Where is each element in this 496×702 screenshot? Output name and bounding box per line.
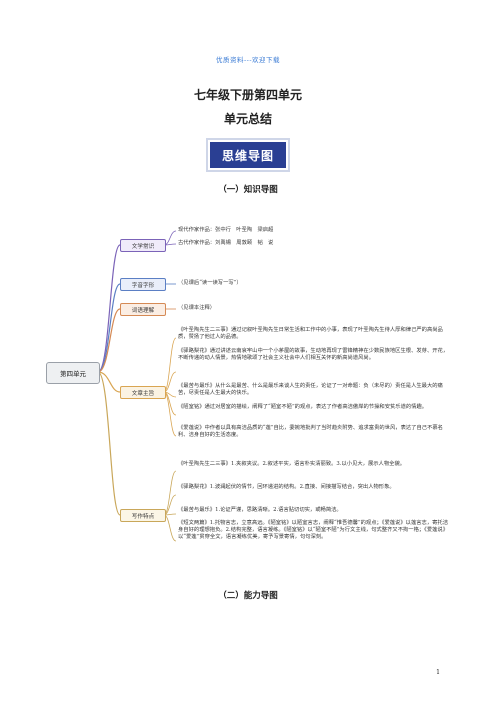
- leaf-writing-1: 《叶圣陶先生二三事》1.夹叙夹议。2.叙述平实，语言朴实清丽致。3.以小见大，展…: [178, 461, 406, 467]
- leaf-main-idea-3: 《最苦与最乐》从什么是最苦、什么是最乐来谈人生的责任，论证了一对命题：负（未尽的…: [178, 383, 443, 397]
- leaf-main-idea-2: 《驿路梨花》通过讲述云南哀牢山中一个小茅屋的故事，生动地再现了雷锋精神在少数民族…: [178, 348, 449, 362]
- leaf-pronunciation: （见课后“读一读写一写”）: [178, 280, 242, 286]
- leaf-writing-4: 《短文两篇》1.托物言志，立意高远。《陋室铭》以陋室言志，阐释“惟吾德馨”的观点…: [178, 520, 449, 541]
- leaf-writing-2: 《驿路梨花》1.波澜起伏的情节，回环递进的结构。2.直接、间接描写结合，突出人物…: [178, 484, 395, 490]
- leaf-main-idea-5: 《爱莲说》中作者以具有高洁品质的“莲”自比，委婉地批判了当时趋炎附势、追求富贵的…: [178, 425, 443, 439]
- branch-literary-knowledge: 文学常识: [120, 239, 166, 252]
- branch-writing-features: 写作特点: [120, 509, 166, 522]
- leaf-vocabulary: （见课本注释）: [178, 305, 216, 311]
- leaf-modern-authors: 现代作家作品：张中行 叶圣陶 梁启超: [178, 227, 274, 233]
- branch-pronunciation: 字音字形: [120, 278, 166, 291]
- leaf-ancient-authors: 古代作家作品：刘禹锡 周敦颐 韬 说: [178, 240, 274, 246]
- leaf-main-idea-4: 《陋室铭》通过对居室的描绘，阐释了“陋室不陋”的观点，表达了作者高洁傲岸的节操和…: [178, 404, 428, 410]
- mind-map-root: 第四单元: [46, 362, 100, 384]
- header-note: 优质资料---欢迎下载: [215, 56, 281, 64]
- branch-main-idea: 文章主旨: [120, 386, 166, 399]
- leaf-main-idea-1: 《叶圣陶先生二三事》通过记叙叶圣陶先生日常生活和工作中的小事，表现了叶圣陶先生待…: [178, 327, 443, 341]
- page-subtitle: 单元总结: [223, 112, 272, 126]
- leaf-writing-3: 《最苦与最乐》1.论证严谨，思路清晰。2.语言贴切切实，或畅简洁。: [178, 507, 342, 513]
- mindmap-banner: 思维导图: [206, 138, 290, 172]
- mindmap-banner-label: 思维导图: [210, 142, 286, 168]
- section-ability-map-heading: （二）能力导图: [218, 591, 278, 601]
- page-title: 七年级下册第四单元: [193, 88, 302, 102]
- section-knowledge-map-heading: （一）知识导图: [218, 185, 278, 195]
- branch-vocabulary: 词语理解: [120, 303, 166, 316]
- mind-map: 第四单元 文学常识 现代作家作品：张中行 叶圣陶 梁启超 古代作家作品：刘禹锡 …: [40, 196, 456, 568]
- page-number: 1: [436, 669, 440, 676]
